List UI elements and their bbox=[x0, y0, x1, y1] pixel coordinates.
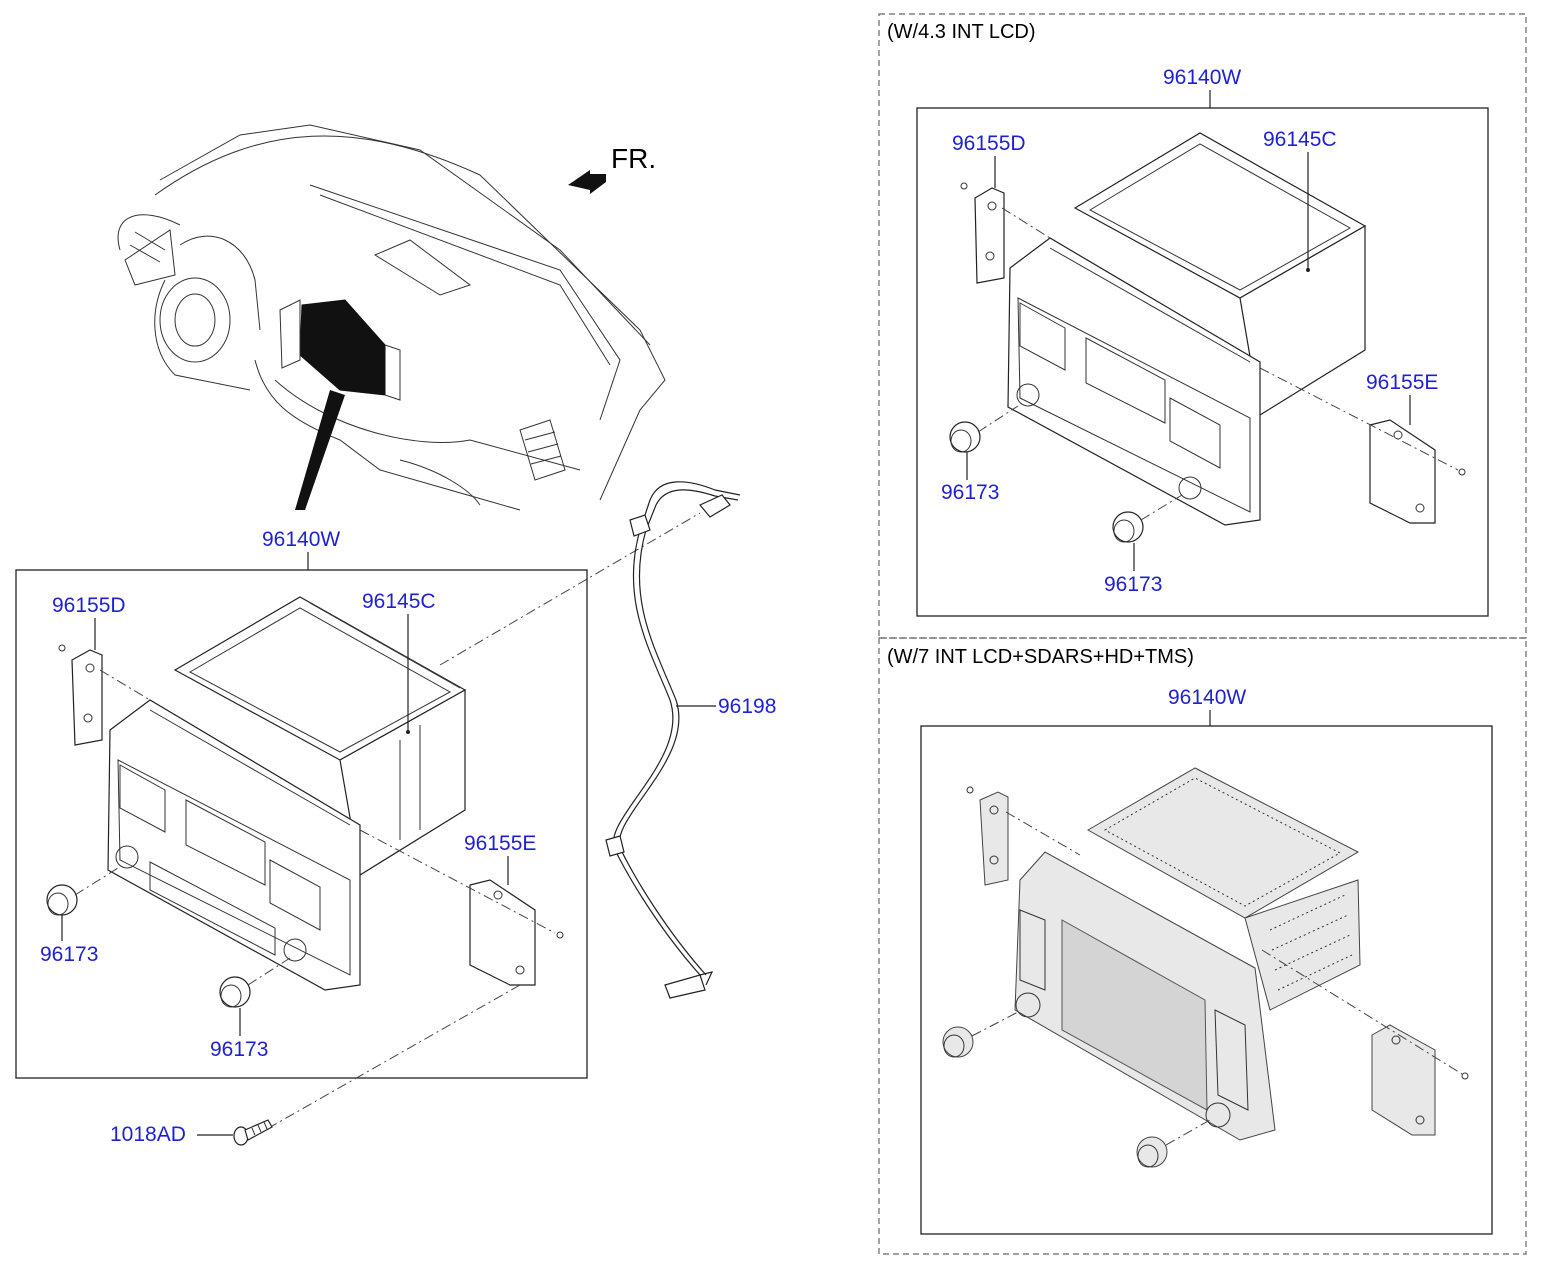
variant-b-assembly-frame bbox=[920, 725, 1493, 1235]
cable-96198 bbox=[605, 481, 741, 999]
main-assembly-label: 96140W bbox=[262, 528, 340, 551]
variant-b-dashed-frame bbox=[878, 637, 1527, 1255]
main-knob-left-label: 96173 bbox=[40, 943, 98, 966]
dashboard-illustration bbox=[117, 124, 666, 511]
screw-1018ad bbox=[233, 1119, 273, 1146]
main-knob-right-label: 96173 bbox=[210, 1038, 268, 1061]
variant-a-title: (W/4.3 INT LCD) bbox=[887, 21, 1036, 43]
front-direction-arrow: FR. bbox=[568, 143, 656, 194]
variant-a-bracket-left-label: 96155D bbox=[952, 132, 1026, 155]
main-bracket-left bbox=[58, 644, 151, 746]
variant-b-assembly-label: 96140W bbox=[1168, 686, 1246, 709]
variant-b-title: (W/7 INT LCD+SDARS+HD+TMS) bbox=[887, 646, 1194, 668]
variant-a-assembly-frame bbox=[916, 107, 1489, 617]
main-knob-left bbox=[46, 867, 119, 916]
variant-a-bracket-right-label: 96155E bbox=[1366, 371, 1438, 394]
main-assembly: 96140W 96155D 96145C bbox=[15, 512, 701, 1131]
screw-label: 1018AD bbox=[110, 1123, 186, 1146]
variant-b-section: (W/7 INT LCD+SDARS+HD+TMS) 96140W bbox=[878, 637, 1527, 1255]
main-assembly-frame bbox=[15, 569, 588, 1079]
main-bracket-right bbox=[359, 829, 564, 986]
main-cover-label: 96145C bbox=[362, 590, 436, 613]
front-label: FR. bbox=[611, 143, 656, 174]
main-bracket-right-label: 96155E bbox=[464, 832, 536, 855]
variant-a-cover-label: 96145C bbox=[1263, 128, 1337, 151]
main-bracket-left-label: 96155D bbox=[52, 594, 126, 617]
cable-label: 96198 bbox=[718, 695, 776, 718]
variant-a-knob-right-label: 96173 bbox=[1104, 573, 1162, 596]
variant-a-assembly-label: 96140W bbox=[1163, 66, 1241, 89]
variant-a-section: (W/4.3 INT LCD) 96140W 96155D 96145C bbox=[878, 13, 1527, 639]
variant-a-knob-left-label: 96173 bbox=[941, 481, 999, 504]
main-knob-right bbox=[219, 957, 291, 1008]
